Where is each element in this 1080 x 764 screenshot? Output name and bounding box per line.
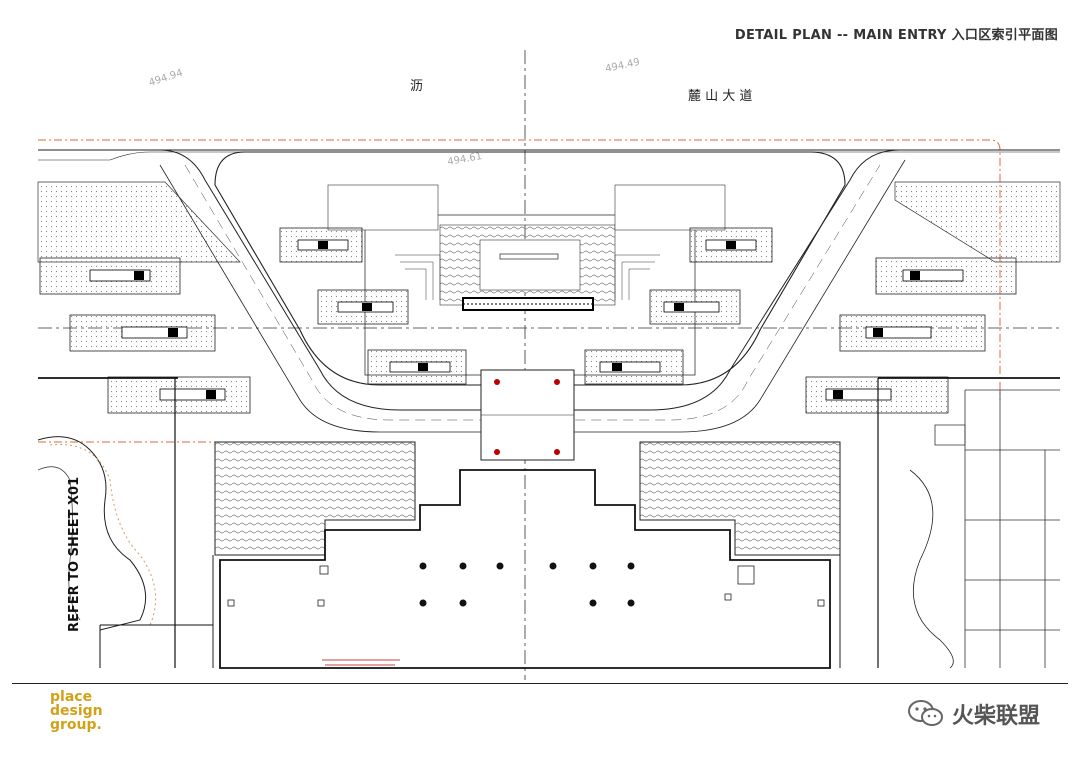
elevation-label-1: 494.94 — [148, 68, 185, 89]
road-char-label: 沥 — [410, 79, 423, 94]
road-name-label: 麓 山 大 道 — [688, 89, 752, 104]
building-outline-right — [639, 441, 841, 556]
water-feature — [499, 253, 559, 260]
page-title: DETAIL PLAN -- MAIN ENTRY 入口区索引平面图 — [734, 28, 1058, 43]
planting-bed-left — [37, 181, 241, 263]
dropoff-loop-inner — [214, 151, 846, 386]
site-plan-drawing: 沥 麓 山 大 道 494.94 494.49 494.61 REFER TO … — [37, 50, 1061, 680]
footer-divider — [12, 683, 1068, 684]
planting-bed-right — [894, 181, 1061, 263]
wechat-icon — [907, 700, 943, 726]
road-edge-2 — [38, 151, 1060, 161]
watermark-text: 火柴联盟 — [951, 704, 1040, 729]
building-outline — [214, 441, 416, 556]
logo-line-2: design — [50, 703, 103, 719]
elevation-label-3: 494.61 — [447, 151, 483, 168]
elevation-label-2: 494.49 — [604, 57, 641, 75]
building-lobby — [219, 469, 831, 669]
entry-court-inner — [479, 239, 581, 291]
landscape-curve-left — [37, 436, 147, 631]
logo-line-3: group. — [50, 717, 102, 733]
watermark: 火柴联盟 — [906, 698, 1040, 730]
logo-line-1: place — [50, 689, 93, 705]
refer-sheet-note: REFER TO SHEET X01 — [67, 477, 82, 632]
property-boundary — [38, 139, 1001, 400]
company-logo: place design group. — [50, 690, 103, 732]
